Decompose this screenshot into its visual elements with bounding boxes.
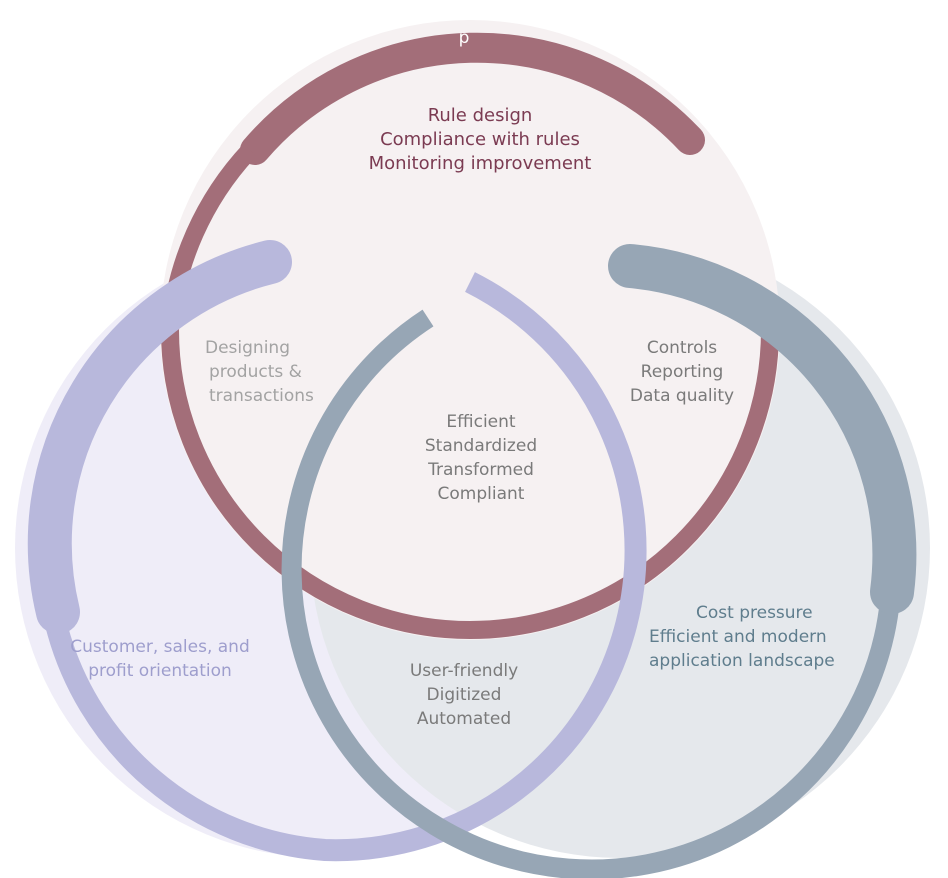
compliance-ring-top-band (240, 32, 705, 165)
technology-line-2: Efficient and modern (649, 627, 827, 647)
center-line-3: Transformed (428, 460, 534, 480)
customer-ring (44, 272, 647, 862)
compliance-ring (161, 329, 779, 639)
technology-ring-right-band (608, 244, 917, 614)
compliance-technology-label: Controls Reporting Data quality (612, 336, 752, 408)
compliance-customer-line-1: Designing (205, 338, 290, 358)
technology-ring (281, 309, 900, 878)
compliance-line-1: Rule design (427, 105, 533, 126)
customer-label: Customer, sales, and profit orientation (55, 635, 265, 683)
compliance-customer-line-2: products & (209, 362, 302, 382)
technology-line-1: Cost pressure (696, 603, 813, 623)
center-line-1: Efficient (446, 412, 516, 432)
technology-line-3: application landscape (649, 651, 835, 671)
compliance-line-2: Compliance with rules (380, 129, 580, 150)
customer-line-2: profit orientation (88, 661, 232, 681)
compliance-label: Rule design Compliance with rules Monito… (330, 104, 630, 176)
compliance-line-3: Monitoring improvement (368, 153, 592, 174)
customer-line-1: Customer, sales, and (70, 637, 250, 657)
center-line-2: Standardized (424, 436, 538, 456)
customer-technology-label: User-friendly Digitized Automated (384, 659, 544, 731)
customer-ring-left-band (27, 240, 292, 634)
compliance-technology-line-3: Data quality (629, 386, 735, 406)
compliance-customer-label: Designing products & transactions (185, 336, 340, 408)
technology-label: Cost pressure Efficient and modern appli… (640, 601, 840, 673)
compliance-customer-line-3: transactions (209, 386, 314, 406)
compliance-technology-line-2: Reporting (640, 362, 724, 382)
top-ring-letter: p (458, 28, 470, 48)
center-line-4: Compliant (437, 484, 525, 504)
compliance-technology-line-1: Controls (646, 338, 718, 358)
customer-technology-line-1: User-friendly (409, 661, 519, 681)
customer-technology-line-3: Automated (416, 709, 512, 729)
customer-technology-line-2: Digitized (426, 685, 502, 705)
center-label: Efficient Standardized Transformed Compl… (396, 410, 566, 506)
